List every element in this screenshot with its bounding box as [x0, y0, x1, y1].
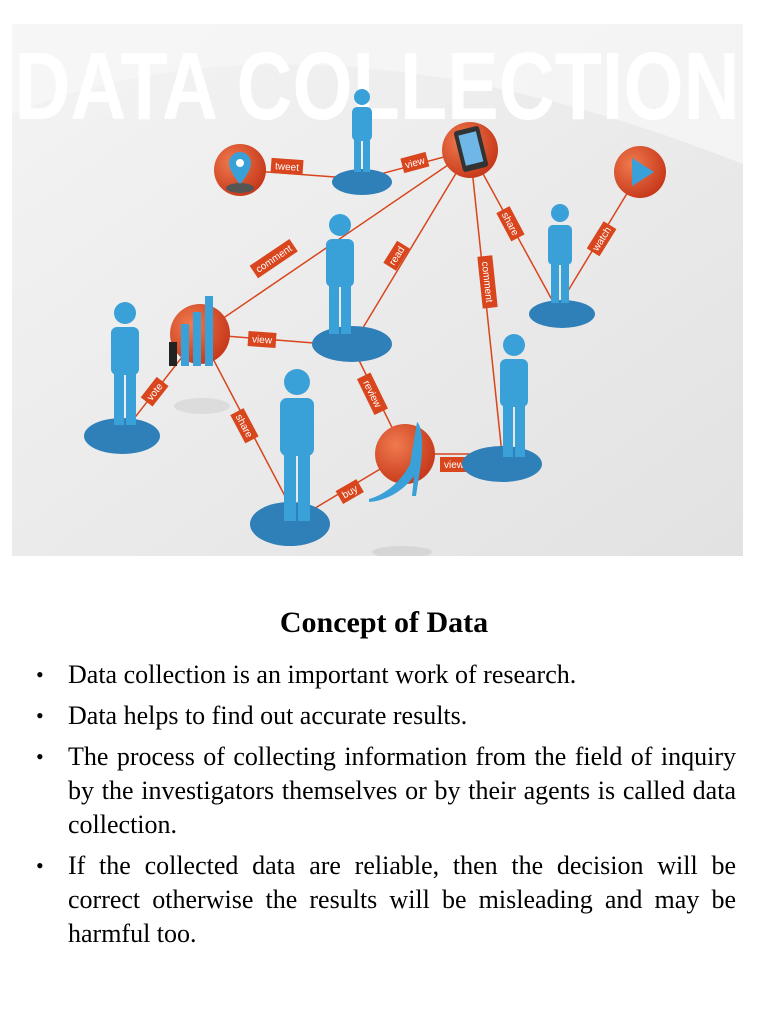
edge-label-view-bottom-text: view: [444, 460, 465, 471]
person-icon: [548, 204, 572, 303]
map-pin-icon: [229, 152, 251, 184]
edge-label-view-mid: view: [247, 331, 277, 348]
edge-label-buy: buy: [335, 479, 364, 505]
person-icon: [500, 334, 528, 457]
network-illustration: DATA COLLECTION tweet view: [12, 24, 743, 556]
data-collection-banner: DATA COLLECTION tweet view: [12, 24, 743, 556]
orb-map-pin: [214, 144, 266, 196]
edge-label-comment-right-text: comment: [479, 261, 494, 303]
edge-label-view-mid-text: view: [252, 334, 273, 346]
person-icon: [111, 302, 139, 425]
orb-bar-chart: [169, 296, 230, 366]
bullet-text: Data collection is an important work of …: [68, 660, 577, 689]
edge-label-tweet: tweet: [270, 157, 304, 176]
edge-label-view-bottom: view: [440, 457, 468, 472]
edge-label-tweet-text: tweet: [275, 161, 300, 174]
orb-shoe: [369, 422, 435, 502]
shoe-icon: [369, 422, 423, 502]
banner-title: DATA COLLECTION: [15, 33, 740, 140]
bullet-glyph: •: [36, 744, 44, 769]
list-item: • The process of collecting information …: [36, 740, 736, 842]
bullet-list: • Data collection is an important work o…: [36, 658, 736, 958]
bullet-glyph: •: [36, 703, 44, 728]
bar-chart-icon: [169, 296, 213, 366]
bullet-text: If the collected data are reliable, then…: [68, 851, 736, 948]
list-item: • Data collection is an important work o…: [36, 658, 736, 692]
bullet-text: Data helps to find out accurate results.: [68, 701, 468, 730]
people-figures: [111, 89, 572, 521]
bullet-text: The process of collecting information fr…: [68, 742, 736, 839]
person-icon: [326, 214, 354, 334]
person-icon: [352, 89, 372, 172]
list-item: • Data helps to find out accurate result…: [36, 699, 736, 733]
orb-tablet: [442, 122, 498, 178]
play-icon: [632, 158, 654, 186]
edge-label-view-top: view: [400, 151, 430, 174]
list-item: • If the collected data are reliable, th…: [36, 849, 736, 951]
bullet-glyph: •: [36, 662, 44, 687]
bullet-glyph: •: [36, 853, 44, 878]
edge-label-view-top-text: view: [404, 155, 427, 171]
person-icon: [280, 369, 314, 521]
orb-play: [614, 146, 666, 198]
edge-label-comment-right: comment: [477, 255, 498, 309]
section-heading: Concept of Data: [279, 606, 489, 639]
